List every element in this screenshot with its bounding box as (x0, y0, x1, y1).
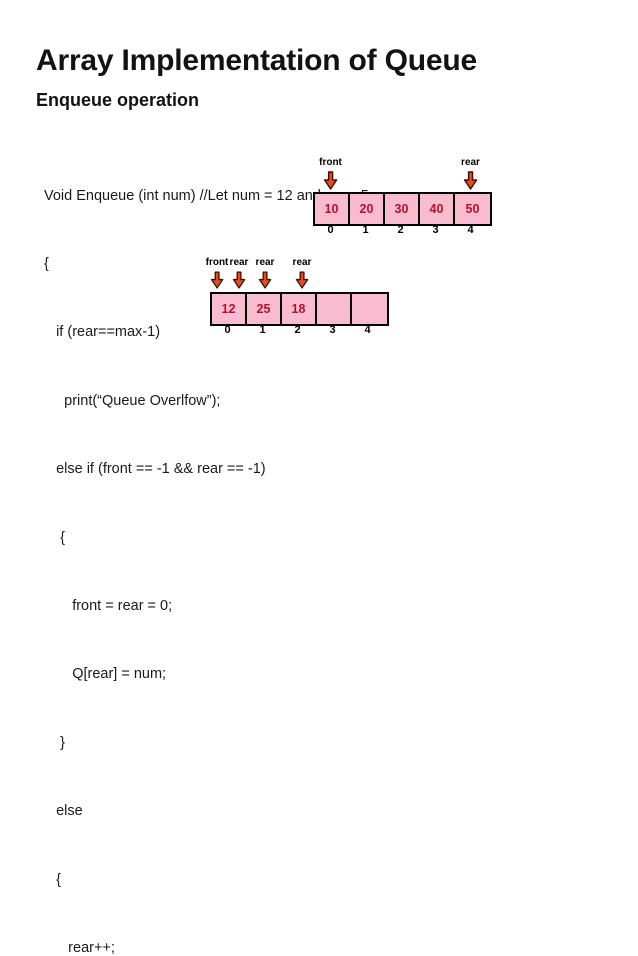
pointer-label: rear (461, 157, 480, 168)
pointer-rear-0: rear (229, 252, 249, 290)
pointer-rear: rear (461, 152, 480, 191)
down-arrow-icon (230, 271, 249, 290)
code-line: if (rear==max-1) (44, 324, 161, 341)
array-cell: 12 (212, 294, 247, 324)
down-arrow-icon (319, 171, 342, 191)
array-index-labels: 0 1 2 3 4 (210, 324, 385, 336)
down-arrow-icon (293, 271, 312, 290)
index-label: 3 (329, 324, 336, 336)
code-line: front = rear = 0; (44, 597, 173, 614)
down-arrow-icon (206, 271, 229, 290)
index-label: 3 (432, 224, 439, 236)
index-label: 1 (362, 224, 369, 236)
array-cell: 10 (315, 194, 350, 224)
array-cell: 25 (247, 294, 282, 324)
code-line: else if (front == -1 && rear == -1) (44, 461, 266, 478)
index-label: 0 (327, 224, 334, 236)
pointer-label: rear (292, 257, 312, 268)
code-line: else (44, 803, 83, 820)
array-cell: 40 (420, 194, 455, 224)
section-subtitle: Enqueue operation (36, 90, 200, 110)
pointer-rear-2: rear (292, 252, 312, 290)
pointer-rear-1: rear (255, 252, 275, 290)
code-line: } (44, 734, 65, 751)
array-cell: 18 (282, 294, 317, 324)
code-line: { (44, 255, 49, 272)
array-diagram-enqueue-result: front rear rear rear (206, 252, 390, 344)
pointer-label: rear (255, 257, 275, 268)
array-cell (317, 294, 352, 324)
pointer-label: front (319, 157, 342, 168)
code-line: { (44, 529, 65, 546)
code-line: { (44, 871, 61, 888)
index-label: 4 (467, 224, 474, 236)
code-line: print(“Queue Overlfow”); (44, 392, 221, 409)
code-line: Q[rear] = num; (44, 666, 167, 683)
index-label: 0 (224, 324, 231, 336)
array-cell: 30 (385, 194, 420, 224)
array-cell (352, 294, 387, 324)
array-cells: 10 20 30 40 50 (313, 192, 492, 226)
index-label: 4 (364, 324, 371, 336)
pointer-label: rear (229, 257, 249, 268)
down-arrow-icon (256, 271, 275, 290)
array-cell: 20 (350, 194, 385, 224)
array-diagram-full-queue: front rear 10 20 30 40 50 0 1 2 3 4 (313, 152, 493, 244)
pointer-front: front (319, 152, 342, 191)
pointer-front: front (205, 252, 229, 290)
array-cell: 50 (455, 194, 490, 224)
down-arrow-icon (461, 171, 480, 191)
index-label: 1 (259, 324, 266, 336)
page-title: Array Implementation of Queue (36, 44, 477, 77)
index-label: 2 (294, 324, 301, 336)
array-index-labels: 0 1 2 3 4 (313, 224, 488, 236)
array-cells: 12 25 18 (210, 292, 389, 326)
code-line: rear++; (44, 939, 115, 956)
pointer-label: front (205, 257, 229, 268)
index-label: 2 (397, 224, 404, 236)
